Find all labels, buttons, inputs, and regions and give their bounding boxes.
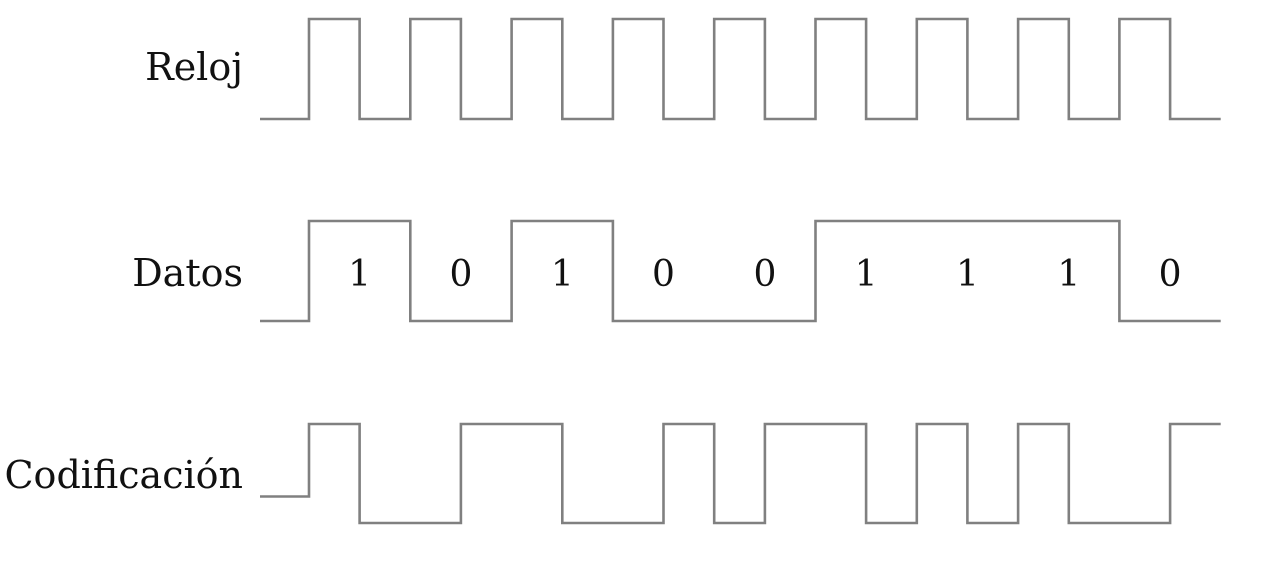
clock-label: Reloj: [145, 45, 243, 89]
encoding-waveform: [260, 422, 1221, 525]
bit-label: 1: [956, 254, 979, 295]
data-waveform: [260, 219, 1221, 323]
bit-label: 1: [348, 254, 371, 295]
bit-label: 0: [652, 254, 675, 295]
bit-labels: 1 0 1 0 0 1 1 1 0: [348, 254, 1181, 295]
encoding-label: Codificación: [4, 453, 243, 497]
bit-label: 0: [753, 254, 776, 295]
bit-label: 1: [1057, 254, 1080, 295]
bit-label: 0: [449, 254, 472, 295]
bit-label: 1: [855, 254, 878, 295]
bit-label: 0: [1159, 254, 1182, 295]
clock-waveform: [260, 17, 1221, 121]
data-label: Datos: [132, 251, 243, 295]
bit-label: 1: [551, 254, 574, 295]
